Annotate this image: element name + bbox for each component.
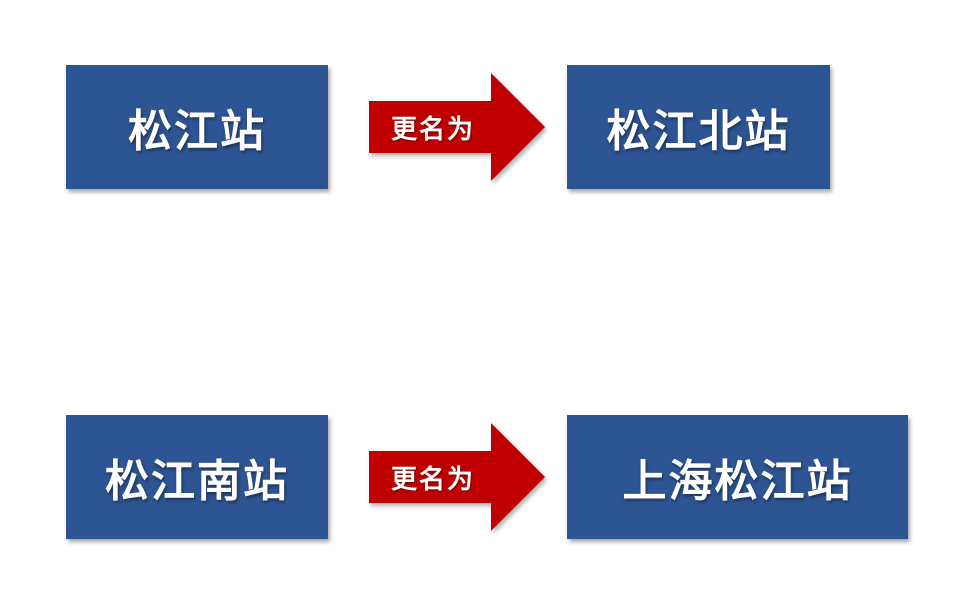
old-station-box-1: 松江站 — [66, 65, 328, 189]
old-station-name-1: 松江站 — [128, 106, 266, 157]
rename-arrow-label-1: 更名为 — [390, 114, 475, 145]
new-station-box-2: 上海松江站 — [567, 415, 908, 539]
new-station-name-1: 松江北站 — [606, 106, 791, 157]
old-station-name-2: 松江南站 — [105, 456, 289, 507]
old-station-box-2: 松江南站 — [66, 415, 328, 539]
rename-arrow-2: 更名为 — [369, 423, 547, 531]
rename-arrow-label-2: 更名为 — [390, 464, 475, 495]
rename-arrow-1: 更名为 — [369, 73, 547, 181]
new-station-box-1: 松江北站 — [567, 65, 830, 189]
right-arrow-icon — [369, 73, 545, 181]
right-arrow-icon — [369, 423, 545, 531]
new-station-name-2: 上海松江站 — [622, 456, 853, 507]
